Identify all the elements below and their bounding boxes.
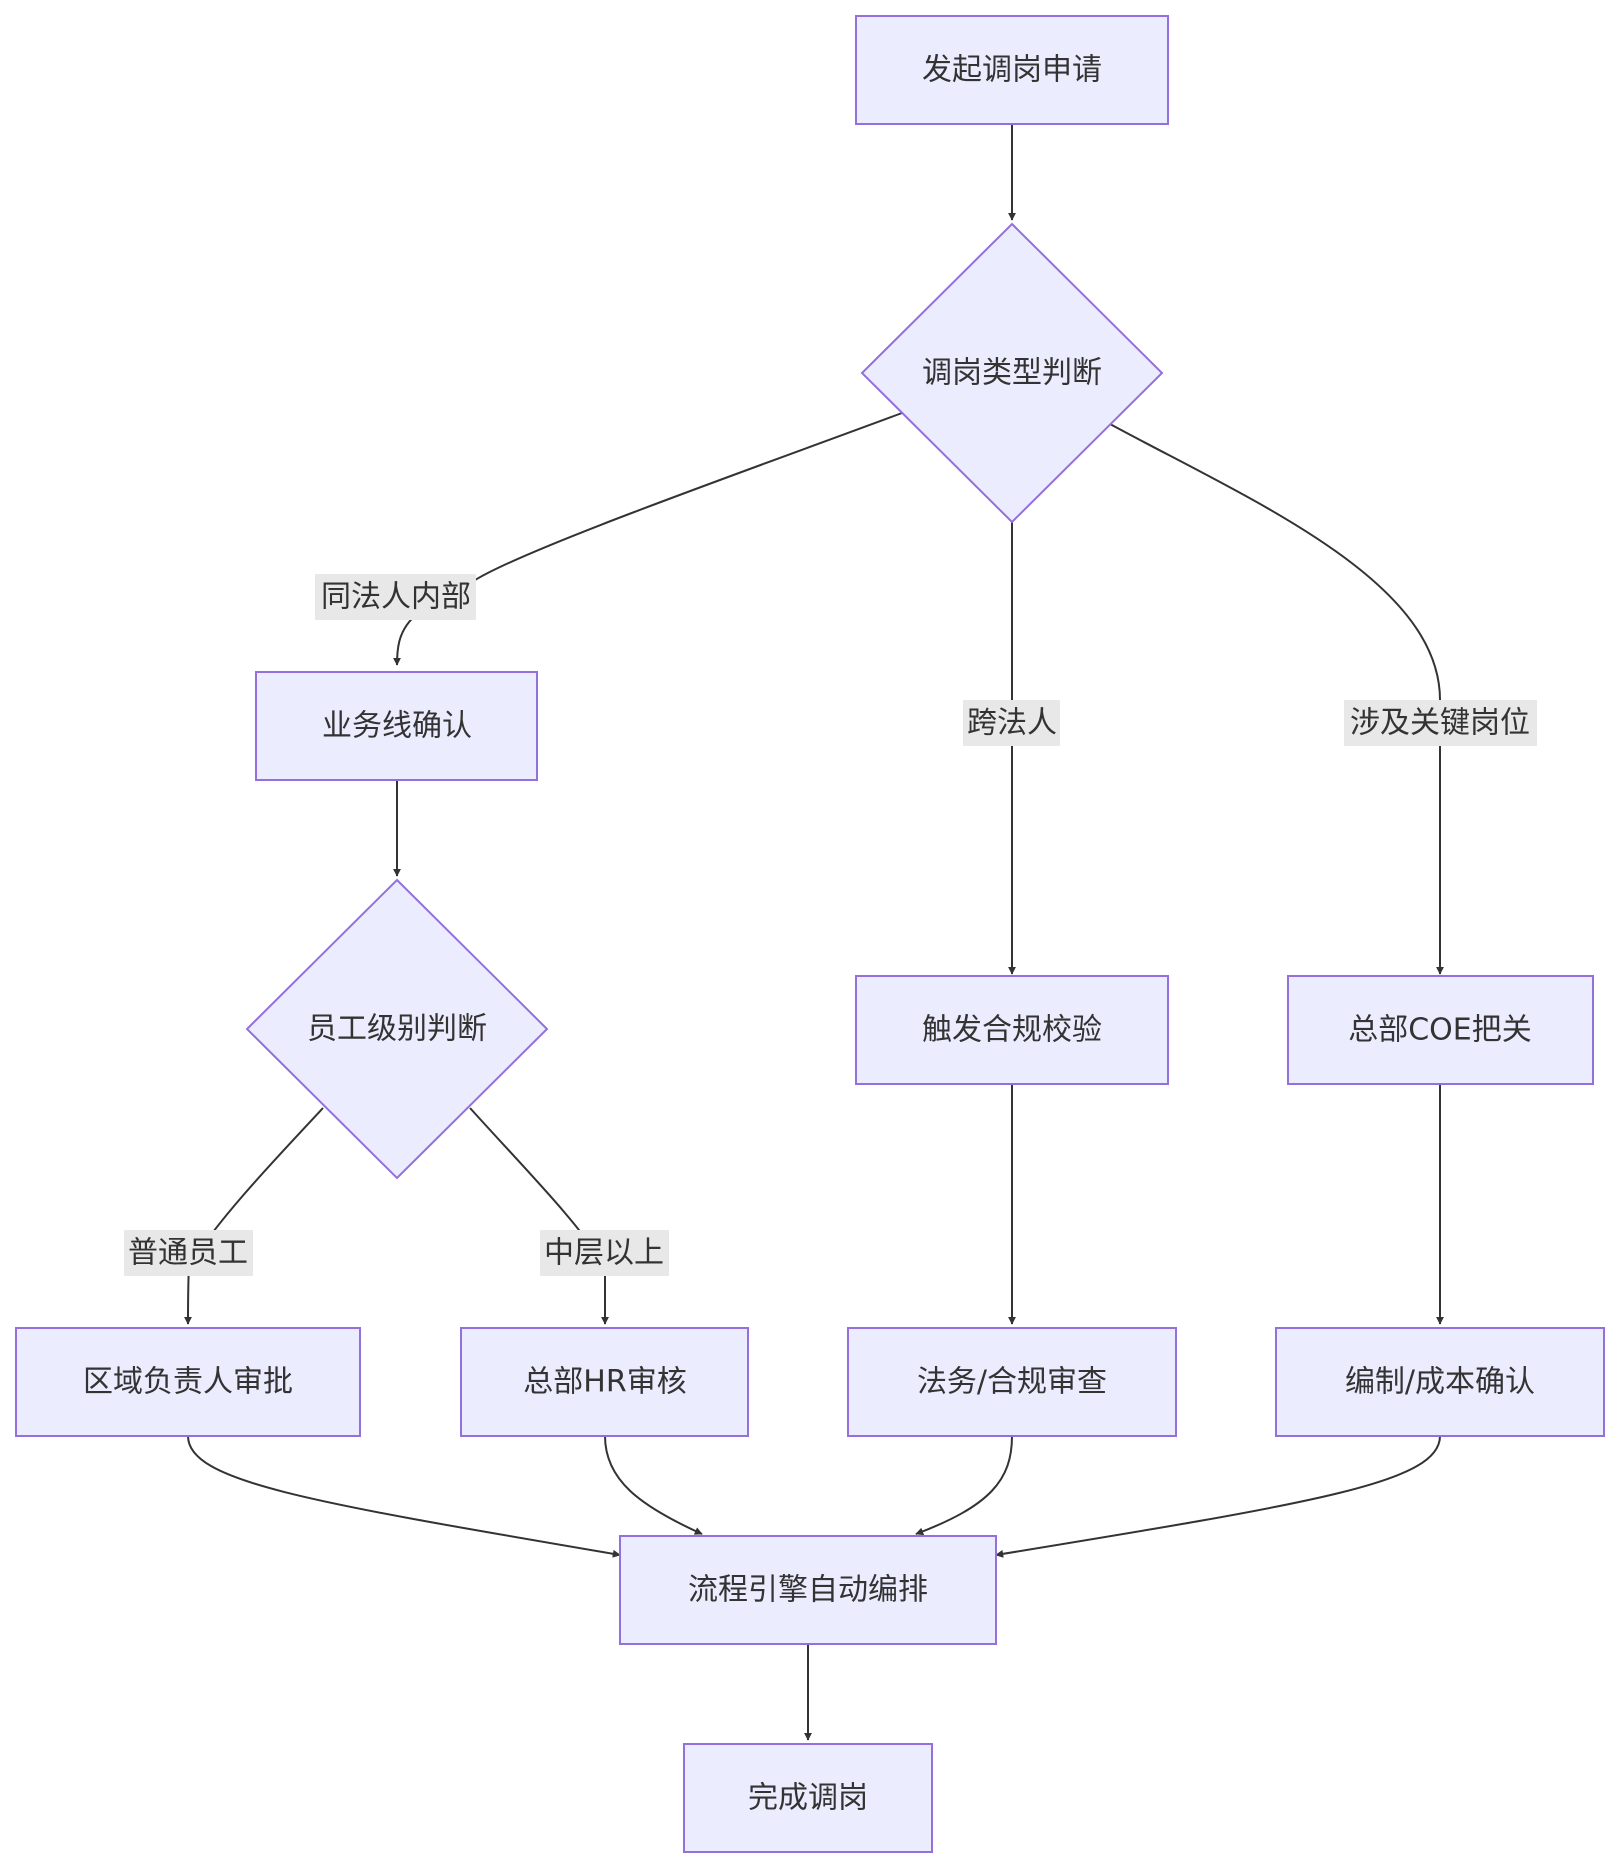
edge-level-decision-to-hq-hr-review	[469, 1107, 610, 1325]
edge-label-cross-entity: 跨法人	[963, 700, 1060, 746]
edge-hq-hr-review-to-engine	[604, 1435, 703, 1535]
edge-cost-confirm-to-engine	[995, 1435, 1441, 1558]
node-hq-hr-review-label: 总部HR审核	[523, 1365, 686, 1400]
node-cost-confirm: 编制/成本确认	[1275, 1327, 1605, 1437]
node-hq-hr-review: 总部HR审核	[460, 1327, 749, 1437]
node-compliance-check-label: 触发合规校验	[922, 1013, 1102, 1048]
node-regional-approval-label: 区域负责人审批	[83, 1365, 293, 1400]
node-legal-review-label: 法务/合规审查	[917, 1365, 1107, 1400]
decision-level: 员工级别判断	[245, 878, 549, 1180]
decision-type: 调岗类型判断	[860, 222, 1164, 524]
edge-label-mid-level-text: 中层以上	[544, 1236, 664, 1271]
edge-legal-review-to-engine	[915, 1435, 1013, 1536]
node-engine: 流程引擎自动编排	[619, 1535, 997, 1645]
node-regional-approval: 区域负责人审批	[15, 1327, 361, 1437]
node-end-label: 完成调岗	[748, 1781, 868, 1816]
edge-type-decision-to-business-confirm	[393, 412, 903, 666]
node-legal-review: 法务/合规审查	[847, 1327, 1177, 1437]
edge-label-mid-level: 中层以上	[540, 1230, 669, 1276]
edge-label-same-entity-text: 同法人内部	[321, 580, 471, 615]
node-hq-coe: 总部COE把关	[1287, 975, 1594, 1085]
edge-label-key-position-text: 涉及关键岗位	[1350, 706, 1530, 741]
edge-type-decision-to-hq-coe	[1109, 423, 1444, 975]
node-end: 完成调岗	[683, 1743, 933, 1853]
node-business-confirm: 业务线确认	[255, 671, 538, 781]
node-start-label: 发起调岗申请	[922, 53, 1102, 88]
node-compliance-check: 触发合规校验	[855, 975, 1169, 1085]
nodes: 发起调岗申请 调岗类型判断 业务线确认 员工级别判断 区域负责人审批 总部HR审…	[15, 15, 1605, 1853]
node-business-confirm-label: 业务线确认	[322, 709, 472, 744]
edge-label-key-position: 涉及关键岗位	[1344, 700, 1537, 746]
decision-type-label: 调岗类型判断	[922, 356, 1102, 391]
node-start: 发起调岗申请	[855, 15, 1169, 125]
decision-level-label: 员工级别判断	[307, 1012, 487, 1047]
node-hq-coe-label: 总部COE把关	[1348, 1013, 1532, 1048]
edge-labels: 同法人内部 跨法人 涉及关键岗位 普通员工 中层以上	[124, 574, 1537, 1276]
edge-label-cross-entity-text: 跨法人	[967, 706, 1057, 741]
edge-label-regular-staff-text: 普通员工	[128, 1236, 248, 1271]
node-cost-confirm-label: 编制/成本确认	[1345, 1365, 1535, 1400]
node-engine-label: 流程引擎自动编排	[688, 1573, 928, 1608]
edge-regional-approval-to-engine	[187, 1435, 621, 1558]
edge-label-regular-staff: 普通员工	[124, 1230, 253, 1276]
edge-level-decision-to-regional-approval	[184, 1107, 324, 1325]
edge-label-same-entity: 同法人内部	[315, 574, 476, 620]
